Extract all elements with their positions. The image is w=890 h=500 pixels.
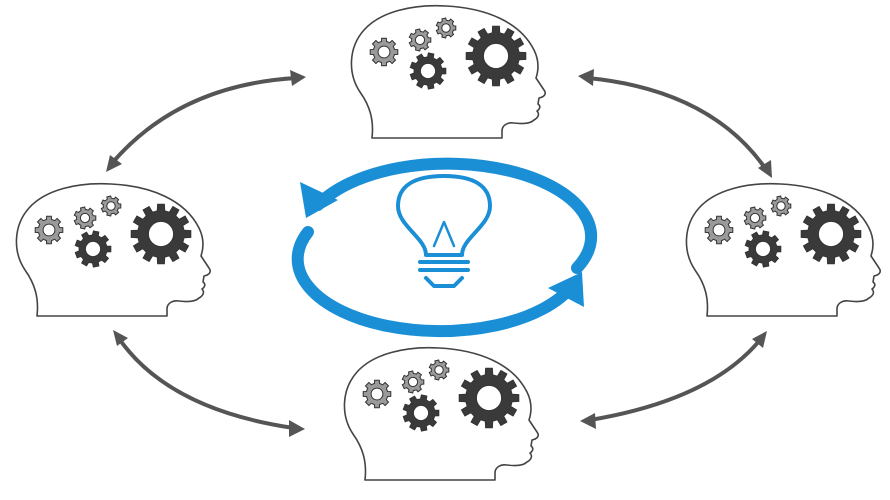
head-top (350, 4, 546, 139)
gear-hole (817, 220, 845, 248)
gear-hole (147, 220, 175, 248)
head-left (15, 182, 211, 317)
lightbulb-icon (396, 174, 492, 288)
refresh-cycle-icon (291, 157, 598, 338)
gear-hole (407, 376, 419, 388)
gear-hole (712, 223, 726, 237)
gear-hole (754, 240, 772, 258)
arrow-top-right (578, 69, 772, 178)
gear-hole (419, 62, 437, 80)
gears-icon (369, 17, 527, 90)
head-bottom (343, 346, 539, 481)
gear-hole (776, 201, 786, 211)
gear-hole (482, 42, 510, 70)
head-right (685, 182, 881, 317)
gear-hole (377, 45, 391, 59)
gear-hole (106, 201, 116, 211)
gears-icon (362, 359, 520, 432)
gear-hole (434, 365, 444, 375)
arrow-right-bottom (580, 331, 767, 429)
gear-hole (42, 223, 56, 237)
gear-hole (84, 240, 102, 258)
gears-icon (34, 195, 192, 268)
gear-hole (79, 212, 91, 224)
gear-hole (370, 387, 384, 401)
gear-hole (749, 212, 761, 224)
gear-hole (441, 23, 451, 33)
gear-hole (414, 34, 426, 46)
gear-hole (412, 404, 430, 422)
arrow-left-bottom (113, 330, 305, 437)
gear-hole (475, 384, 503, 412)
gears-icon (704, 195, 862, 268)
arrow-top-left (106, 70, 306, 172)
